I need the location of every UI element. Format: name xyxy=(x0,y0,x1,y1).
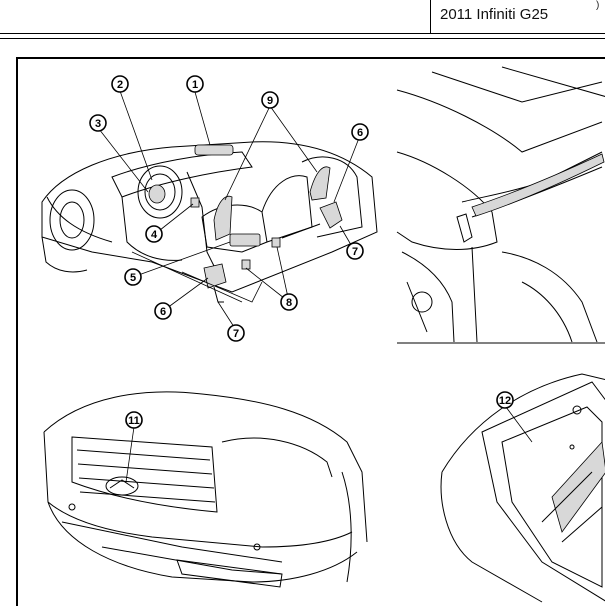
front-view: 11 xyxy=(43,391,368,588)
header-rule xyxy=(0,38,605,39)
svg-text:1: 1 xyxy=(192,79,198,91)
callout-7b: 7 xyxy=(227,324,245,342)
callout-8: 8 xyxy=(280,293,298,311)
header-row: 2011 Infiniti G25 ) xyxy=(0,0,605,34)
callout-2: 2 xyxy=(111,75,129,93)
svg-text:7: 7 xyxy=(233,328,239,340)
callout-5: 5 xyxy=(124,268,142,286)
hood-view: 12 xyxy=(440,373,605,603)
curtain-airbag-view xyxy=(396,66,605,344)
callout-9: 9 xyxy=(261,91,279,109)
svg-text:2: 2 xyxy=(117,79,123,91)
callout-6a: 6 xyxy=(351,123,369,141)
vehicle-title: 2011 Infiniti G25 xyxy=(440,6,549,23)
interior-view: 1 2 3 4 5 6 7 8 9 6 7 xyxy=(41,75,378,342)
svg-text:7: 7 xyxy=(352,246,358,258)
figure-drawing: 1 2 3 4 5 6 7 8 9 6 7 xyxy=(41,66,605,603)
callout-3: 3 xyxy=(89,114,107,132)
svg-text:5: 5 xyxy=(130,272,136,284)
callout-12: 12 xyxy=(496,391,514,409)
callout-11: 11 xyxy=(125,411,143,429)
callout-1: 1 xyxy=(186,75,204,93)
corner-mark: ) xyxy=(596,0,600,11)
airbag-component-figure: 1 2 3 4 5 6 7 8 9 6 7 xyxy=(16,57,605,606)
svg-text:12: 12 xyxy=(499,395,511,407)
callout-7a: 7 xyxy=(346,242,364,260)
callout-4: 4 xyxy=(145,225,163,243)
svg-text:4: 4 xyxy=(151,229,158,241)
svg-text:6: 6 xyxy=(357,127,363,139)
svg-text:6: 6 xyxy=(160,306,166,318)
svg-text:8: 8 xyxy=(286,297,292,309)
callout-6b: 6 xyxy=(154,302,172,320)
svg-text:9: 9 xyxy=(267,95,273,107)
svg-text:3: 3 xyxy=(95,118,101,130)
vehicle-cell: 2011 Infiniti G25 xyxy=(430,0,605,33)
svg-text:11: 11 xyxy=(128,415,140,427)
